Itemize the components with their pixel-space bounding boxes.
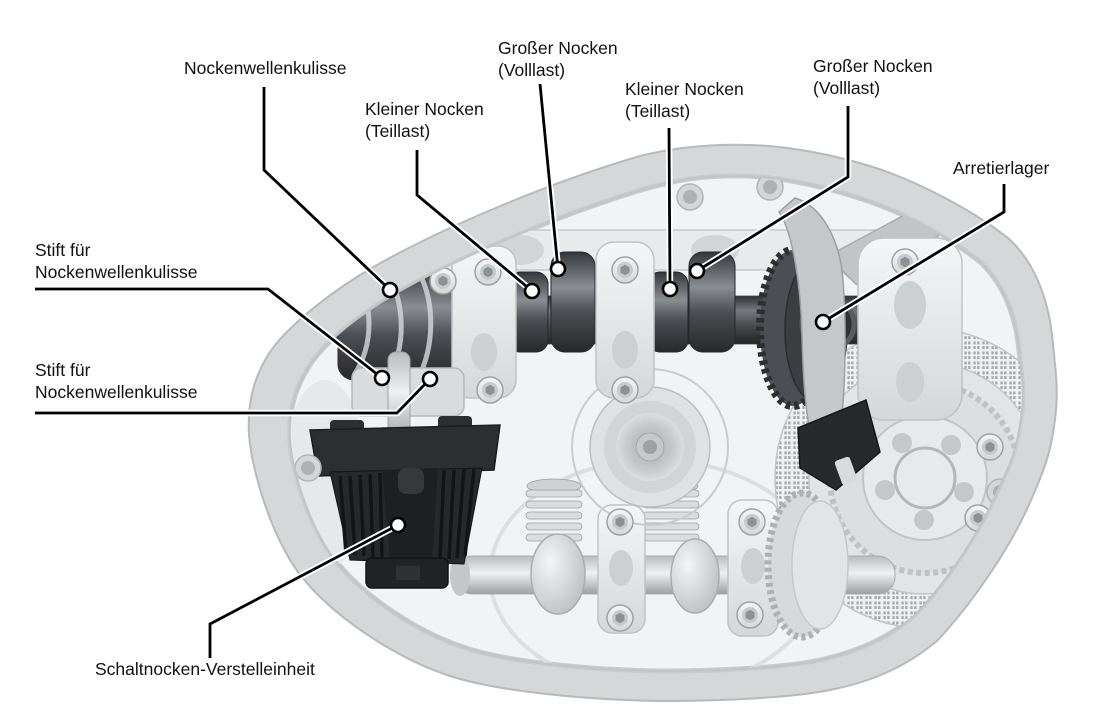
grosser-nocken-links-callout: Großer Nocken(Volllast) xyxy=(498,38,618,278)
lower-camshaft-end xyxy=(450,554,470,596)
detent-arm-foot xyxy=(797,398,881,491)
grosser-nocken-links-leader-line xyxy=(538,83,560,270)
grosser-nocken-rechts-callout: Großer Nocken(Volllast) xyxy=(688,56,933,280)
actuator-center-panel xyxy=(382,468,438,560)
sprocket-bolt-holes xyxy=(875,433,974,530)
tower-slot xyxy=(741,548,765,584)
stift-fuer-nockenwellenkulisse-unten-leader-line xyxy=(35,378,432,415)
callout-dot xyxy=(814,313,832,331)
callout-dot xyxy=(688,262,706,280)
kleiner-nocken-rechts-label: Kleiner Nocken(Teillast) xyxy=(625,79,744,121)
lower-gear-face xyxy=(791,500,849,630)
tower-slot xyxy=(612,331,638,369)
actuator-connector-notch xyxy=(396,566,420,580)
actuator-tongue xyxy=(398,468,424,494)
schaltnocken-verstelleinheit-callout: Schaltnocken-Verstelleinheit xyxy=(95,516,407,679)
spark-plug-well xyxy=(571,368,729,526)
callout-dot xyxy=(421,370,439,388)
kleiner-nocken-rechts-callout: Kleiner Nocken(Teillast) xyxy=(625,79,744,298)
actuator-ribs xyxy=(338,468,476,561)
grosser-nocken-rechts-leader-line xyxy=(696,106,850,273)
tower-slot xyxy=(609,550,633,586)
callout-dot xyxy=(523,282,541,300)
grosser-nocken-links-label: Großer Nocken(Volllast) xyxy=(498,38,618,80)
schaltnocken-verstelleinheit-label: Schaltnocken-Verstelleinheit xyxy=(95,659,315,679)
callout-dot xyxy=(549,260,567,278)
callout-dot xyxy=(381,281,399,299)
lower-cam-lobe-1 xyxy=(530,533,586,615)
engine-illustration xyxy=(247,143,1058,703)
grosser-nocken-rechts-label: Großer Nocken(Volllast) xyxy=(813,56,933,98)
arretierlager-label: Arretierlager xyxy=(953,158,1049,178)
lower-cam-lobe-2 xyxy=(670,538,720,614)
kleiner-nocken-links-label: Kleiner Nocken(Teillast) xyxy=(365,99,484,141)
callout-dot xyxy=(661,280,679,298)
schaltnocken-verstelleinheit-leader-line xyxy=(208,523,399,658)
kleiner-nocken-rechts-leader-line xyxy=(667,127,672,290)
housing-inner-edge xyxy=(288,174,1024,673)
callout-dot xyxy=(373,369,391,387)
valve-spring-1 xyxy=(525,478,583,542)
callout-dot xyxy=(389,516,407,534)
nockenwellenkulisse-leader-line xyxy=(262,87,391,292)
kleiner-nocken-links-leader-line xyxy=(415,150,533,293)
arretierlager-leader-line xyxy=(822,184,1006,324)
tower-slot xyxy=(894,281,926,329)
tower-slot xyxy=(896,362,924,402)
nockenwellenkulisse-label: Nockenwellenkulisse xyxy=(184,58,346,78)
tower-slot xyxy=(471,333,497,371)
kleiner-nocken-links-callout: Kleiner Nocken(Teillast) xyxy=(365,99,541,300)
nockenwellenkulisse-callout: Nockenwellenkulisse xyxy=(184,58,399,299)
arretierlager-callout: Arretierlager xyxy=(814,158,1049,331)
detent-arm-tip xyxy=(834,456,858,486)
sprocket-hub-ring xyxy=(893,446,957,510)
grosser-nocken-volllast-1 xyxy=(550,251,596,353)
stift-fuer-nockenwellenkulisse-oben-leader-line xyxy=(35,287,383,380)
